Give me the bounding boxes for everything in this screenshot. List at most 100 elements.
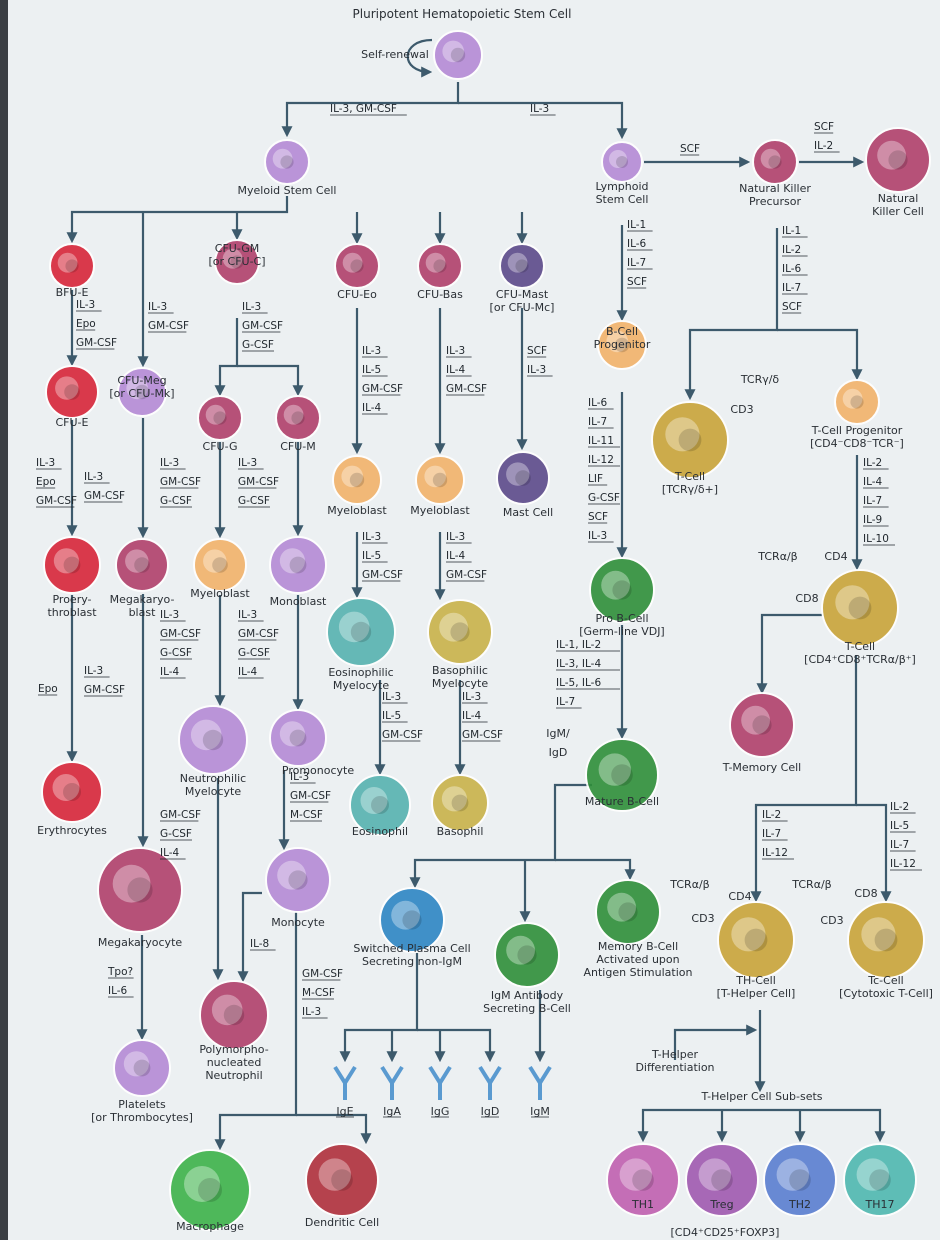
factor-tab_th-0: IL-2 [762,809,781,821]
label-proery: Proery-throblast [47,593,97,619]
label-line: Neutrophilic [180,772,246,785]
factor-cfueo_mb-2: GM-CSF [362,383,403,395]
antibody-label-IgD: IgD [481,1105,500,1118]
cell-igmb [495,923,559,987]
cell-core [632,1169,654,1191]
factor-bprog_prob-3: IL-12 [588,454,614,466]
label-monocyte: Monocyte [271,916,325,929]
cell-myeloblast_g [194,539,246,591]
label-line: [or Thrombocytes] [91,1111,193,1124]
factor-basmyelo_bas-0: IL-3 [462,691,481,703]
factor-mono_mac-2: IL-3 [302,1006,321,1018]
antibody-shape [430,1067,450,1100]
cell-myeloblast_bas [416,456,464,504]
factor-megablast_mk-1: GM-CSF [84,684,125,696]
label-line: Erythrocytes [37,824,107,837]
factor-neutmyelo_pmn-2: IL-4 [160,847,180,859]
factor-basmb_myelo-2: GM-CSF [446,569,487,581]
label-line: TH1 [631,1198,654,1211]
label-line: Pro B-Cell [595,612,648,625]
cell-monoblast [270,537,326,593]
label-basophil: Basophil [437,825,484,838]
factor-nkp_t-1: IL-2 [782,244,801,256]
label-matureb: Mature B-Cell [585,795,659,808]
label-myeloblast_eo: Myeloblast [327,504,387,517]
antibody-label-IgM: IgM [530,1105,550,1118]
cell-pmn [200,981,268,1049]
factor-mono_mac-0: GM-CSF [302,968,343,980]
antibody-shape [530,1067,550,1100]
cell-core [745,929,768,952]
label-macrophage: Macrophage [176,1220,244,1233]
label-cfugm: CFU-GM[or CFU-C] [208,242,265,268]
cell-core [888,150,907,169]
edge-46 [345,953,417,1060]
cell-core [869,1169,891,1191]
factor-cfug_mb-1: GM-CSF [160,476,201,488]
cell-basophil [432,775,488,831]
factor-cfugm_split-1: GM-CSF [242,320,283,332]
antibody-IgE [335,1067,355,1100]
factor-bprog_prob-1: IL-7 [588,416,607,428]
label-line: T-Cell [674,470,705,483]
factor-tprog_tab-2: IL-7 [863,495,882,507]
label-line: BFU-E [56,286,89,299]
label-line: TH-Cell [735,974,776,987]
cell-core [679,429,702,452]
label-line: Tc-Cell [867,974,903,987]
factor-bprog_prob-0: IL-6 [588,397,608,409]
cell-core [280,155,293,168]
factor-proery_ery-0: Epo [38,683,58,695]
factor-mbg_neut-0: IL-3 [160,609,179,621]
cell-megablast [116,539,168,591]
factor-hsc_myeloid-0: IL-3, GM-CSF [330,103,397,115]
label-line: T-Memory Cell [722,761,801,774]
label-line: Eosinophilic [328,666,393,679]
factor-tprog_tab-0: IL-2 [863,457,882,469]
label-line: CFU-Bas [417,288,463,301]
factor-cfubas_mb-0: IL-3 [446,345,465,357]
label-line: Basophil [437,825,484,838]
igm-label: IgM/ [546,727,570,740]
factor-mk_platelets-0: Tpo? [107,966,133,978]
cell-core [134,557,150,573]
factor-bfue_cfue-0: IL-3 [76,299,95,311]
label-line: [T-Helper Cell] [717,987,796,1000]
label-line: Precursor [749,195,801,208]
factor-nkp_t-4: SCF [782,301,802,313]
label-line: Secreting non-IgM [362,955,462,968]
cell-nkp [753,140,797,184]
factor-cfumast_mast-1: IL-3 [527,364,546,376]
label-line: CFU-Meg [117,374,166,387]
cell-core [618,902,637,921]
cell-core [517,945,536,964]
cell-eo_myelo [327,598,395,666]
factor-tprog_tab-1: IL-4 [863,476,883,488]
tcr-ab-label-th: TCRα/β [669,878,709,891]
factor-mbg_neut-1: GM-CSF [160,628,201,640]
factor-myeloid_meg-1: GM-CSF [148,320,189,332]
cd4-label: CD4 [824,550,847,563]
factor-mbg_neut-2: G-CSF [160,647,192,659]
label-line: CFU-Mast [496,288,549,301]
factor-cfumeg_megablast-1: GM-CSF [84,490,125,502]
label-line: IgM Antibody [491,989,564,1002]
factor-mbg_neut-3: IL-4 [160,666,180,678]
label-eosinophil: Eosinophil [352,825,408,838]
cell-mast [497,452,549,504]
cell-core [611,764,633,786]
factor-cfueo_mb-3: IL-4 [362,402,382,414]
cell-th [718,902,794,978]
factor-eomyelo_eo-0: IL-3 [382,691,401,703]
label-line: [or CFU-C] [208,255,265,268]
cell-core [612,580,631,599]
factor-bprog_prob-5: G-CSF [588,492,620,504]
cell-dendritic [306,1144,378,1216]
label-memb: Memory B-CellActivated uponAntigen Stimu… [584,940,693,979]
factor-bprog_prob-6: SCF [588,511,608,523]
cell-cfubas [418,244,462,288]
antibody-shape [335,1067,355,1100]
cd8-label-tc: CD8 [854,887,877,900]
cd3-label-tc: CD3 [820,914,843,927]
